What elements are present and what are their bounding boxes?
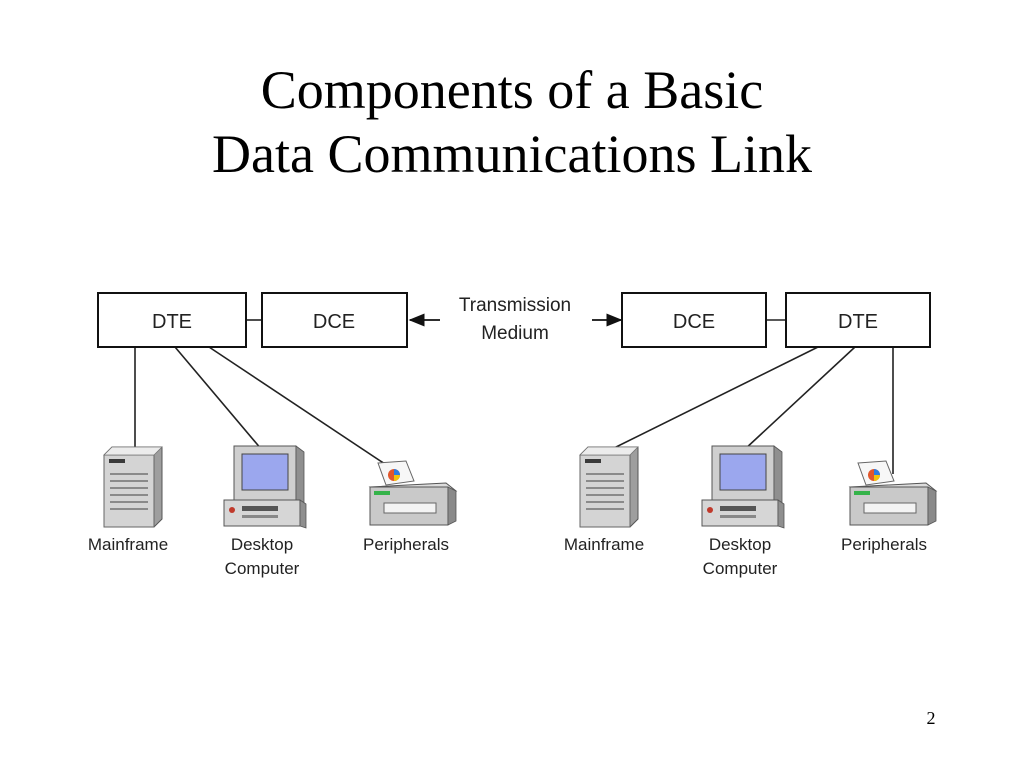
right-mainframe-label: Mainframe [564,535,644,554]
left-connections [134,319,401,475]
left-desktop-icon [223,445,307,529]
left-dce-label: DCE [313,311,355,333]
left-dce-box: DCE [261,292,408,348]
slide-title: Components of a Basic Data Communication… [0,58,1024,186]
left-printer-icon [368,460,458,526]
title-line-1: Components of a Basic [260,60,764,120]
right-desktop-label-line1: Desktop [709,535,771,554]
left-dte-peripherals-line [208,346,401,475]
right-desktop-icon [701,445,785,529]
left-peripherals-label: Peripherals [363,535,449,554]
right-printer-icon [848,460,938,526]
title-line-2: Data Communications Link [212,124,812,184]
right-dte-label: DTE [838,311,878,333]
right-dte-mainframe-line [609,346,819,451]
right-peripherals-label: Peripherals [841,535,927,554]
left-desktop-label-line2: Computer [225,559,300,578]
right-desktop-label-line2: Computer [703,559,778,578]
right-connections [609,319,894,474]
right-mainframe-icon [579,446,639,528]
left-desktop-label-line1: Desktop [231,535,293,554]
transmission-medium-label-line1: Transmission [459,295,571,316]
left-mainframe-icon [103,446,163,528]
left-dte-desktop-line [174,346,263,451]
right-dce-label: DCE [673,311,715,333]
left-dte-label: DTE [152,311,192,333]
right-dte-desktop-line [743,346,856,451]
left-dte-box: DTE [97,292,247,348]
transmission-medium-label-line2: Medium [481,323,549,344]
right-dce-box: DCE [621,292,767,348]
right-dte-box: DTE [785,292,931,348]
slide-number: 2 [926,708,936,728]
left-mainframe-label: Mainframe [88,535,168,554]
